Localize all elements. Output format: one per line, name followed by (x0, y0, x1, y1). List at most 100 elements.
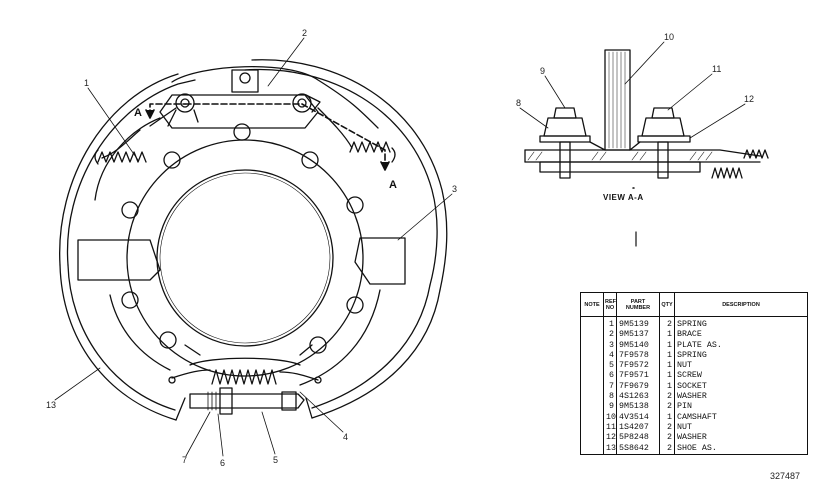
section-line-a-a (145, 103, 390, 171)
callout-4: 4 (343, 432, 348, 442)
callout-9: 9 (540, 66, 545, 76)
part-number-cell: 9M5140 (616, 340, 660, 351)
callout-3: 3 (452, 184, 457, 194)
description-cell: CAMSHAFT (677, 412, 717, 422)
description-cell: WASHER (677, 433, 707, 443)
description-cell: SCREW (677, 371, 702, 381)
return-spring-left (94, 107, 177, 165)
note-cell (581, 443, 604, 454)
note-cell (581, 412, 604, 423)
part-number-cell: 4V3514 (616, 412, 660, 423)
description-cell: BRACE (677, 330, 702, 340)
part-number-cell: 7F9578 (616, 350, 660, 362)
part-number-cell: 5S8642 (616, 443, 660, 454)
qty-cell: 2 (659, 433, 675, 444)
description-cell: PIN (677, 402, 692, 412)
view-a-a-label: VIEW A-A (603, 193, 644, 202)
header-ref: REF NO (603, 293, 617, 317)
qty-cell: 1 (659, 361, 675, 372)
description-cell: SOCKET (677, 381, 707, 391)
ref-cell: 4 (603, 350, 617, 362)
qty-cell: 2 (659, 392, 675, 403)
part-number-cell: 7F9572 (616, 361, 660, 372)
qty-cell: 2 (659, 422, 675, 434)
note-cell (581, 392, 604, 403)
parts-list-table: NOTE REF NO PART NUMBER QTY DESCRIPTION … (580, 292, 808, 455)
leader-lines (54, 37, 453, 457)
anchor-pin-left (167, 93, 199, 127)
ref-cell: 13 (603, 443, 617, 454)
description-cell: NUT (677, 361, 692, 371)
adjuster-spring (168, 369, 322, 385)
qty-cell: 2 (659, 443, 675, 454)
callout-7: 7 (182, 455, 187, 465)
anchor-pin-right (292, 93, 321, 113)
note-cell (581, 316, 604, 331)
header-description: DESCRIPTION (674, 293, 807, 317)
callout-10: 10 (664, 32, 674, 42)
part-number-cell: 1S4207 (616, 422, 660, 434)
note-cell (581, 361, 604, 372)
qty-cell: 2 (659, 402, 675, 413)
callout-8: 8 (516, 98, 521, 108)
qty-cell: 2 (659, 316, 675, 331)
ref-cell: 3 (603, 340, 617, 351)
brake-shoe-lower (59, 264, 441, 421)
description-cell: NUT (677, 422, 692, 432)
ref-cell: 1 (603, 316, 617, 331)
note-cell (581, 433, 604, 444)
note-cell (581, 422, 604, 434)
callout-6: 6 (220, 458, 225, 468)
callout-5: 5 (273, 455, 278, 465)
part-number-cell: 7F9679 (616, 381, 660, 393)
hub (126, 139, 364, 377)
header-qty: QTY (659, 293, 675, 317)
ref-cell: 11 (603, 422, 617, 434)
qty-cell: 1 (659, 371, 675, 382)
description-cell: SPRING (677, 350, 707, 360)
ref-cell: 5 (603, 361, 617, 372)
part-number-cell: 4S1263 (616, 392, 660, 403)
qty-cell: 1 (659, 330, 675, 341)
header-part-number: PART NUMBER (616, 293, 660, 317)
note-cell (581, 381, 604, 393)
ref-cell: 9 (603, 402, 617, 413)
section-label-a-right: A (389, 179, 397, 191)
ref-cell: 7 (603, 381, 617, 393)
header-note: NOTE (581, 293, 604, 317)
ref-cell: 2 (603, 330, 617, 341)
qty-cell: 1 (659, 340, 675, 351)
note-cell (581, 340, 604, 351)
part-number-cell: 9M5138 (616, 402, 660, 413)
ref-cell: 8 (603, 392, 617, 403)
adjuster-assembly (189, 387, 305, 415)
callout-12: 12 (744, 94, 754, 104)
qty-cell: 1 (659, 350, 675, 362)
note-cell (581, 350, 604, 362)
callout-1: 1 (84, 78, 89, 88)
ref-cell: 10 (603, 412, 617, 423)
note-cell (581, 402, 604, 413)
description-cell: SHOE AS. (677, 443, 717, 453)
description-cell: PLATE AS. (677, 340, 722, 350)
section-label-a-left: A (134, 107, 142, 119)
brake-shoe-upper (59, 59, 448, 291)
callout-2: 2 (302, 28, 307, 38)
callout-numbers: 1 2 3 4 5 6 7 8 9 10 11 12 13 (46, 28, 754, 468)
description-cell: WASHER (677, 392, 707, 402)
part-number-cell: 9M5139 (616, 316, 660, 331)
